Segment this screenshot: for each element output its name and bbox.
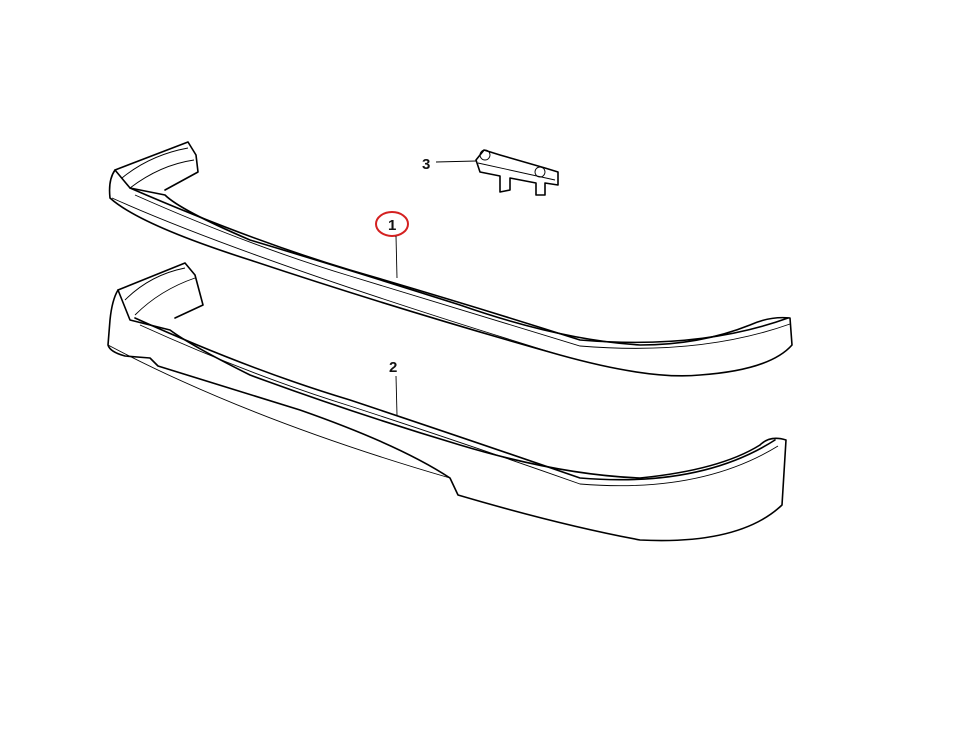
callout-2[interactable]: 2 (389, 359, 398, 416)
callout-number-2: 2 (389, 359, 397, 376)
leader-line-1 (395, 235, 398, 279)
highlight-circle (375, 211, 409, 237)
leader-line-3 (435, 160, 477, 163)
part-1-bumper-upper (108, 141, 793, 377)
callout-number-3: 3 (422, 156, 430, 173)
part-3-bracket (475, 149, 559, 196)
callout-number-1: 1 (388, 217, 396, 234)
leader-line-2 (395, 375, 398, 416)
callout-1[interactable]: 1 (375, 211, 409, 279)
part-2-bumper-lower (107, 262, 787, 542)
callout-3[interactable]: 3 (422, 156, 477, 173)
